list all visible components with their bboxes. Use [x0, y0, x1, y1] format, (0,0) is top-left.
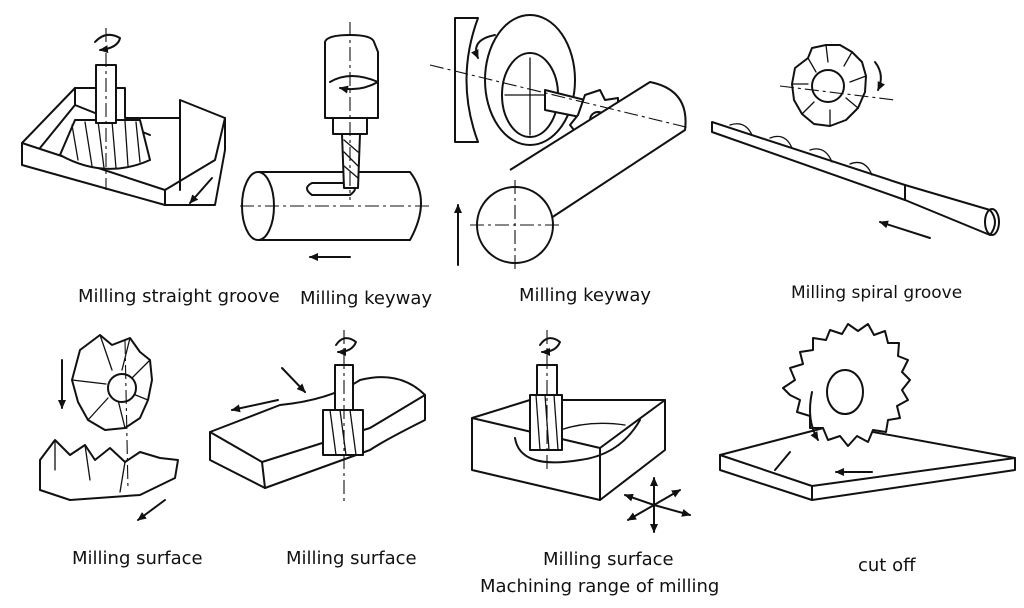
cut-off-illustration: [719, 323, 1016, 501]
keyway-2-illustration: [429, 14, 691, 270]
label-surface-3: Milling surface: [543, 549, 674, 570]
label-keyway-1: Milling keyway: [300, 288, 433, 309]
label-keyway-2: Milling keyway: [519, 285, 652, 306]
surface-2-illustration: [209, 330, 426, 505]
keyway-1-illustration: [240, 22, 430, 261]
label-machining-range: Machining range of milling: [480, 576, 720, 597]
surface-3-illustration: [471, 330, 691, 533]
label-cut-off: cut off: [858, 555, 916, 576]
spiral-groove-illustration: [711, 44, 1000, 239]
label-surface-1: Milling surface: [72, 548, 203, 569]
straight-groove-illustration: [21, 28, 226, 206]
label-straight-groove: Milling straight groove: [78, 286, 280, 307]
label-surface-2: Milling surface: [286, 548, 417, 569]
label-spiral-groove: Milling spiral groove: [791, 283, 963, 303]
surface-1-illustration: [39, 334, 179, 521]
